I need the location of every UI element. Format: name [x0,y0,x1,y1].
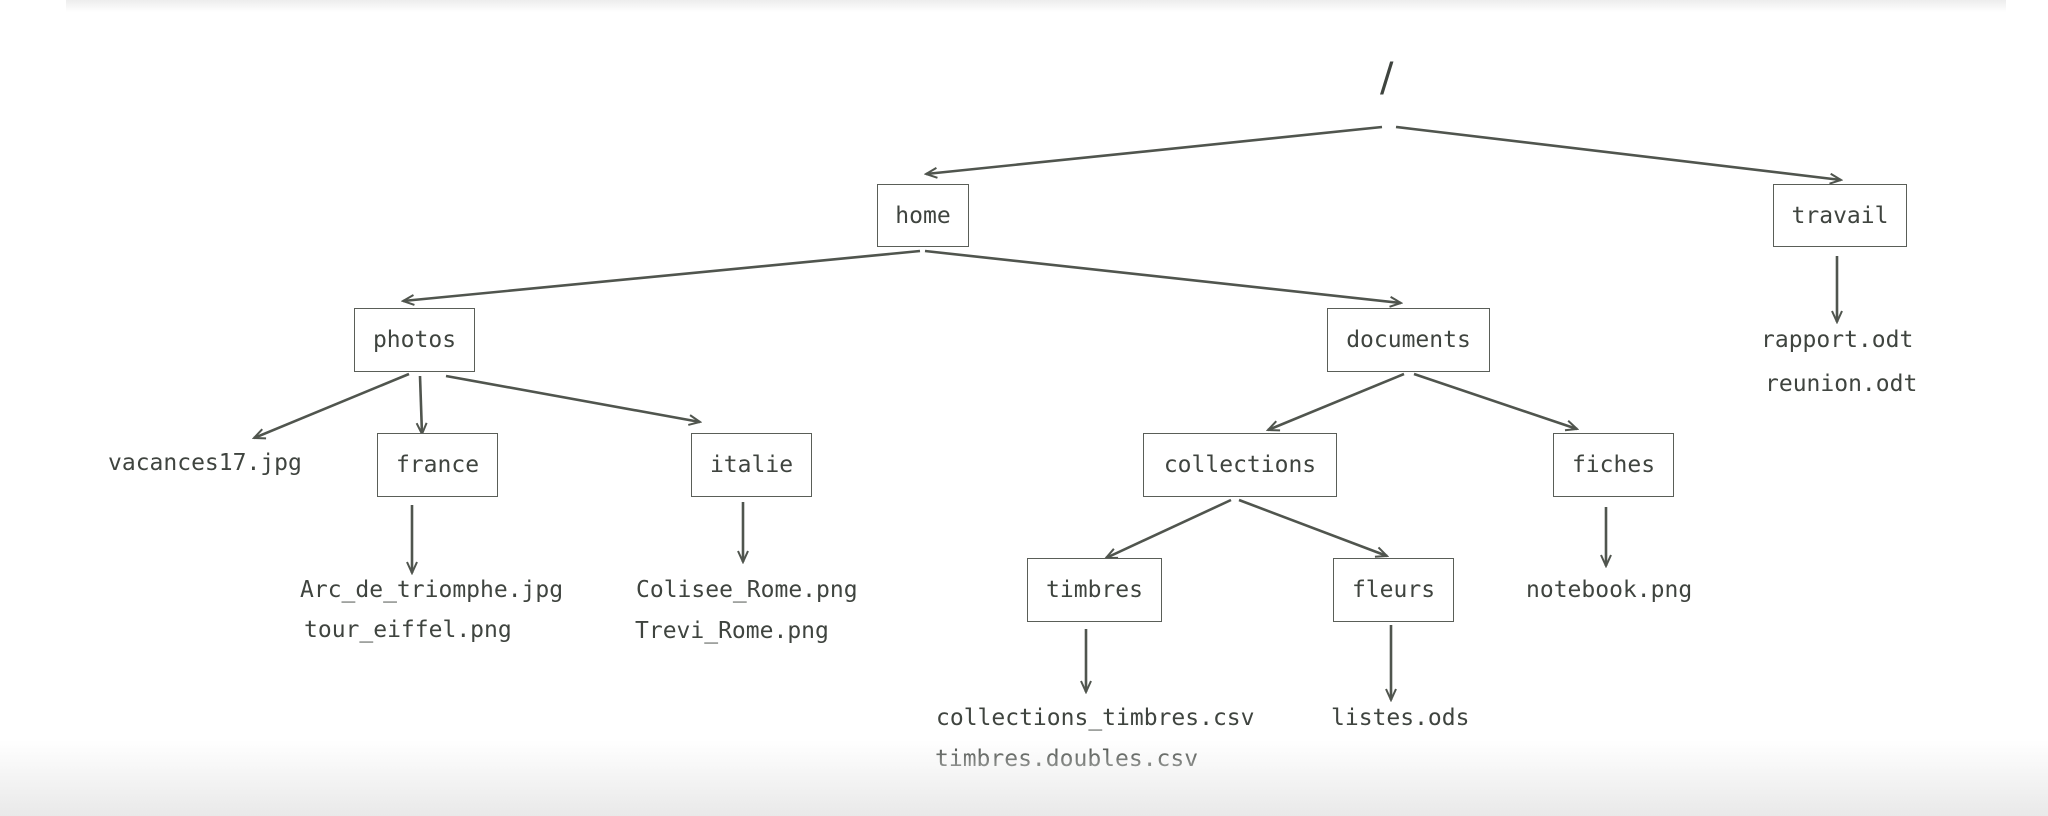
file-rapport: rapport.odt [1761,327,1914,353]
folder-travail: travail [1773,184,1907,247]
folder-timbres: timbres [1027,558,1162,622]
folder-fleurs: fleurs [1333,558,1454,622]
file-reunion: reunion.odt [1765,371,1918,397]
file-trevi-rome: Trevi_Rome.png [635,618,829,644]
edge-photos-vacances [254,372,410,438]
edge-home-documents [924,249,1401,303]
folder-documents: documents [1327,308,1490,372]
edge-root-home [926,125,1383,174]
file-notebook: notebook.png [1526,577,1693,603]
file-timbres-doubles: timbres.doubles.csv [935,746,1199,772]
edge-root-travail [1395,125,1841,180]
edge-documents-collections [1268,372,1405,430]
edge-collections-fleurs [1238,498,1387,556]
folder-collections: collections [1143,433,1337,497]
file-vacances17: vacances17.jpg [108,450,302,476]
file-collections-timbres: collections_timbres.csv [936,705,1255,731]
folder-fiches: fiches [1553,433,1674,497]
folder-photos: photos [354,308,475,372]
edge-collections-timbres [1106,498,1232,560]
edge-photos-france [420,375,422,434]
root-node: / [1380,55,1394,101]
file-tour-eiffel: tour_eiffel.png [304,617,512,643]
file-listes: listes.ods [1331,705,1470,731]
folder-france: france [377,433,498,497]
folder-home: home [877,184,969,247]
file-arc-de-triomphe: Arc_de_triomphe.jpg [300,577,564,603]
folder-italie: italie [691,433,812,497]
edge-documents-fiches [1413,372,1577,429]
edge-home-photos [403,249,921,301]
edge-photos-italie [445,374,700,422]
file-colisee-rome: Colisee_Rome.png [636,577,858,603]
